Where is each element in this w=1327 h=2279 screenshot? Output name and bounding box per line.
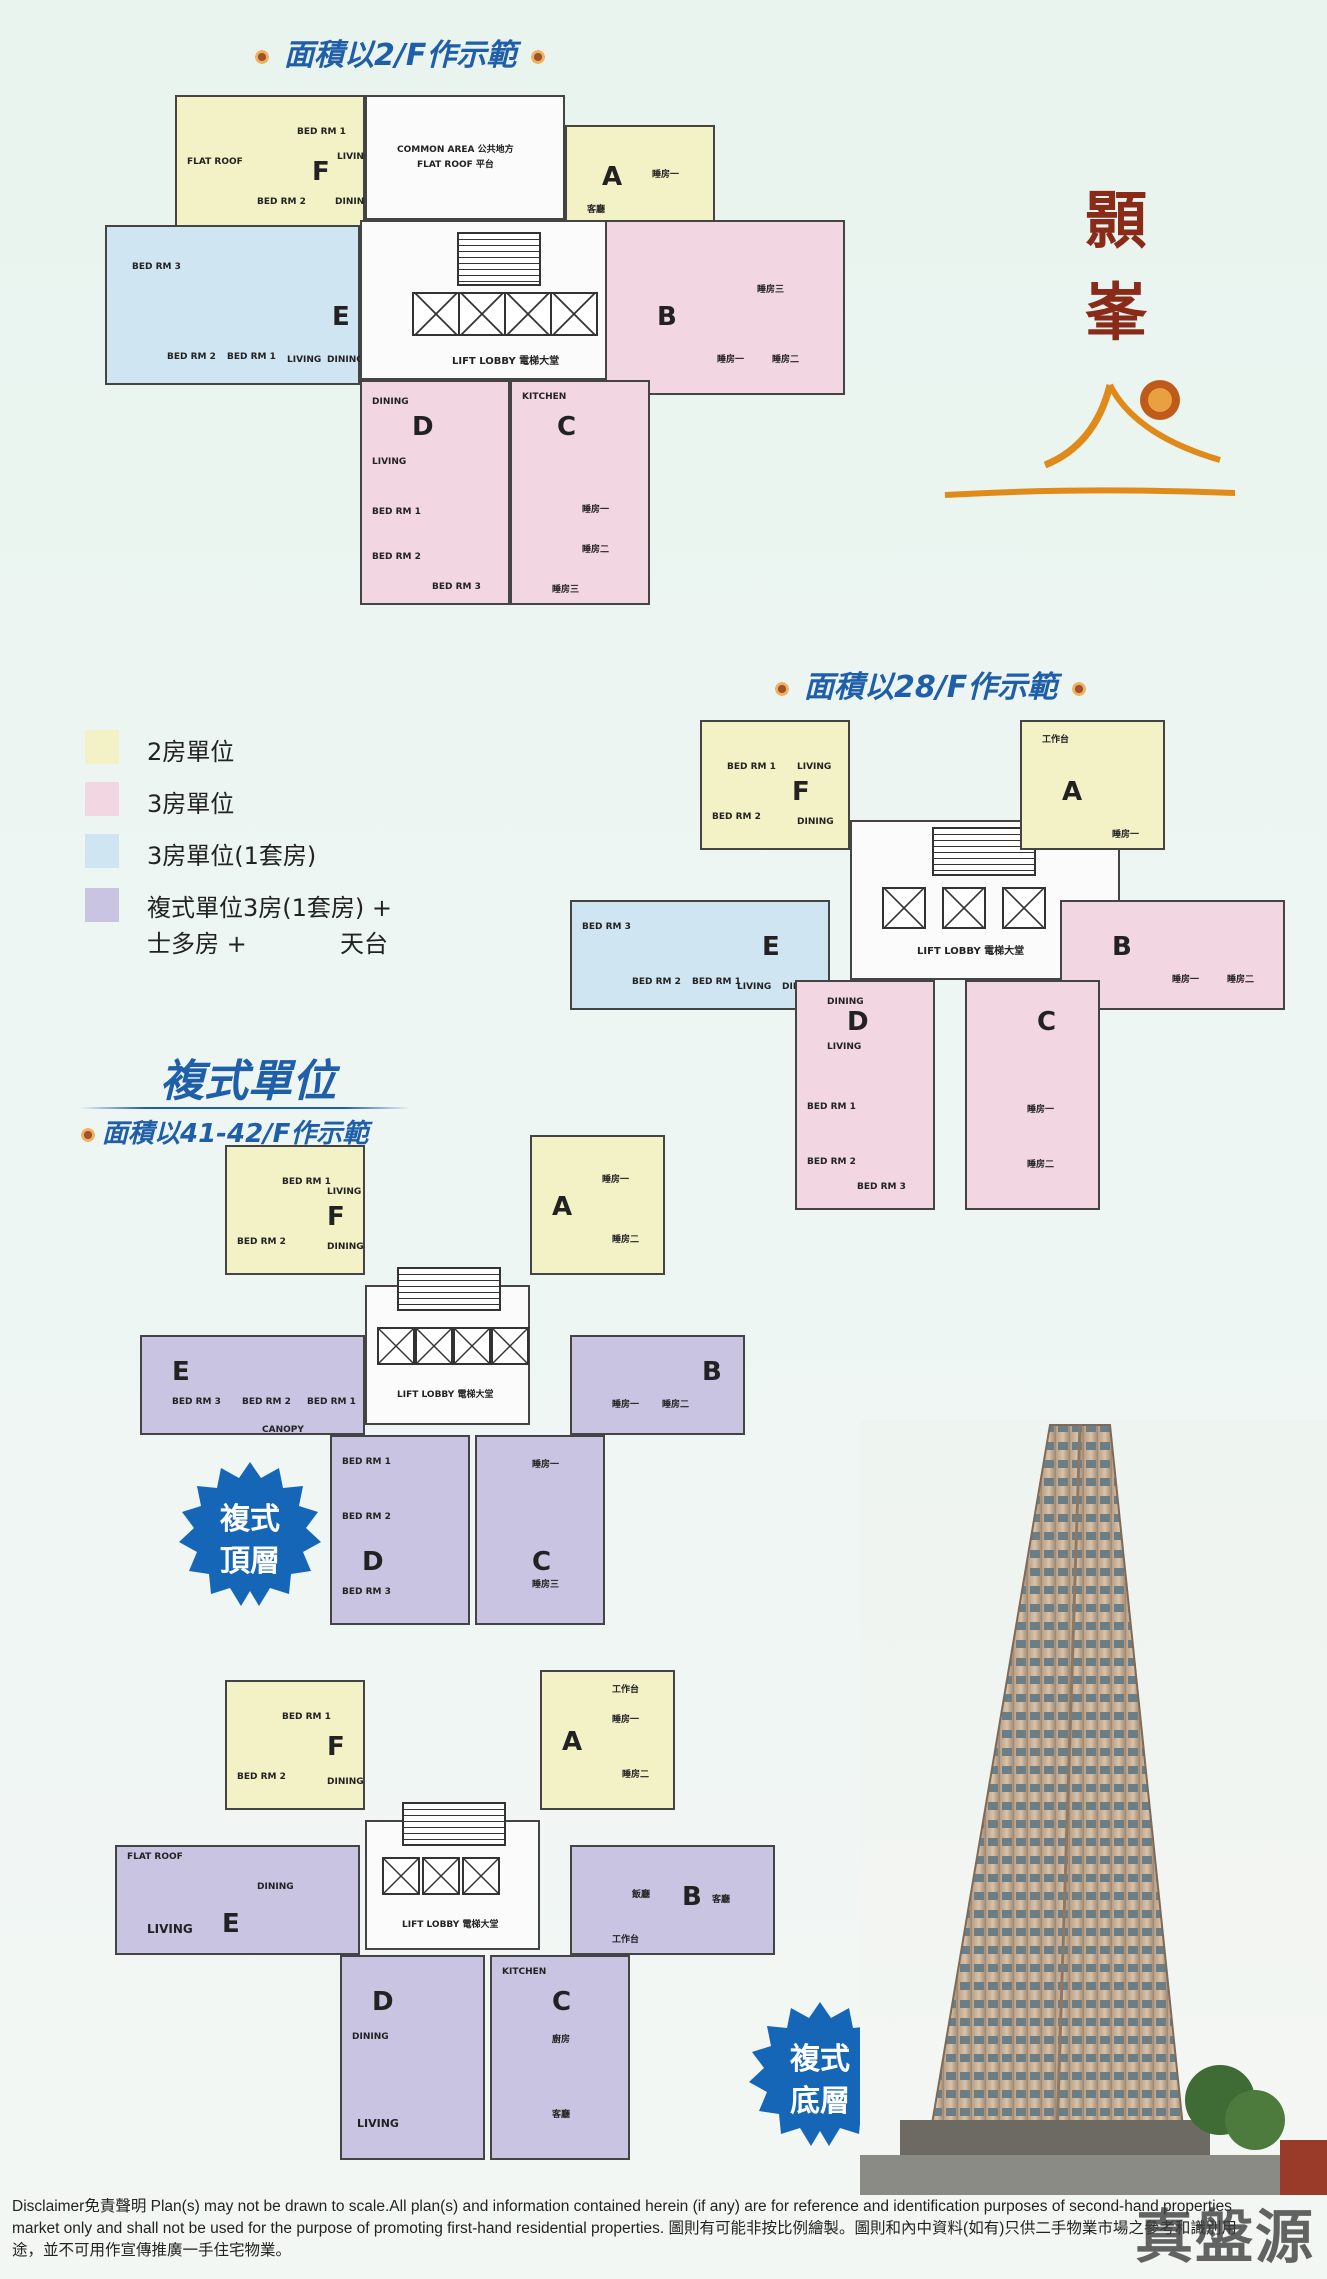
legend-swatch-2room bbox=[85, 730, 119, 764]
lift-shaft bbox=[415, 1327, 453, 1365]
unit-e-28f: BED RM 3 BED RM 2 BED RM 1 LIVING DINING… bbox=[570, 900, 830, 1010]
unit-c-upper: 睡房一 睡房三 C bbox=[475, 1435, 605, 1625]
legend-label-duplex-line1: 複式單位3房(1套房) + bbox=[147, 894, 393, 922]
unit-a-lower: 工作台 A 睡房一 睡房二 bbox=[540, 1670, 675, 1810]
disclaimer-text: Disclaimer免責聲明 Plan(s) may not be drawn … bbox=[12, 2198, 1237, 2259]
lift-lobby-lower: LIFT LOBBY 電梯大堂 bbox=[365, 1802, 540, 1950]
building-photo bbox=[860, 1420, 1327, 2195]
ornament-icon bbox=[1071, 680, 1088, 697]
badge-duplex-lower: 複式 底層 bbox=[745, 2000, 895, 2150]
unit-c-lower: KITCHEN C 廚房 客廳 bbox=[490, 1955, 630, 2160]
floor-plan-2f: FLAT ROOF BED RM 1 BED RM 2 LIVING DININ… bbox=[105, 95, 845, 605]
lift-shaft bbox=[491, 1327, 529, 1365]
ornament-icon bbox=[530, 48, 547, 65]
duplex-heading: 複式單位 面積以41-42/F作示範 bbox=[80, 1045, 420, 1149]
lift-lobby-upper: LIFT LOBBY 電梯大堂 bbox=[365, 1267, 530, 1425]
badge-duplex-upper: 複式 頂層 bbox=[175, 1460, 325, 1610]
lift-lobby-2f: LIFT LOBBY 電梯大堂 bbox=[360, 220, 640, 380]
legend-swatch-3room-ensuite bbox=[85, 834, 119, 868]
unit-b-upper: B 睡房一 睡房二 bbox=[570, 1335, 745, 1435]
lift-shaft bbox=[422, 1857, 460, 1895]
ornament-icon bbox=[254, 48, 270, 65]
heading-plan-2f: 面積以2/F作示範 bbox=[240, 30, 560, 74]
legend-label-3room: 3房單位 bbox=[147, 790, 235, 818]
floor-plan-duplex-upper: BED RM 1 BED RM 2 LIVING DINING F A 睡房一 … bbox=[140, 1135, 745, 1630]
brand-logo: 顥峯 bbox=[935, 175, 1255, 505]
unit-a-28f: 工作台 A 睡房一 bbox=[1020, 720, 1165, 850]
lift-shaft bbox=[453, 1327, 491, 1365]
ornament-icon bbox=[774, 680, 790, 697]
unit-e-lower: FLAT ROOF DINING LIVING E bbox=[115, 1845, 360, 1955]
lift-shaft bbox=[412, 292, 460, 336]
logo-char-2: 峯 bbox=[1085, 276, 1148, 349]
lift-shaft bbox=[504, 292, 552, 336]
lift-shaft bbox=[882, 887, 926, 929]
unit-b-2f: B 睡房三 睡房一 睡房二 bbox=[605, 220, 845, 395]
unit-e-2f: BED RM 3 BED RM 2 BED RM 1 LIVING DINING… bbox=[105, 225, 364, 385]
unit-f-lower: BED RM 1 BED RM 2 DINING F bbox=[225, 1680, 365, 1810]
legend-swatch-duplex bbox=[85, 888, 119, 922]
building-illustration bbox=[860, 1420, 1327, 2195]
lift-shaft bbox=[382, 1857, 420, 1895]
unit-e-upper: E BED RM 3 BED RM 2 BED RM 1 CANOPY bbox=[140, 1335, 365, 1435]
staircase bbox=[397, 1267, 501, 1311]
lift-shaft bbox=[1002, 887, 1046, 929]
unit-d-28f: DINING LIVING BED RM 1 BED RM 2 BED RM 3… bbox=[795, 980, 935, 1210]
legend-swatch-3room bbox=[85, 782, 119, 816]
unit-c-2f: KITCHEN C 睡房一 睡房二 睡房三 bbox=[510, 380, 650, 605]
legend-label-duplex-line3: 天台 bbox=[340, 930, 388, 958]
lift-shaft bbox=[377, 1327, 415, 1365]
duplex-title-underline bbox=[80, 1107, 410, 1109]
unit-a-upper: A 睡房一 睡房二 bbox=[530, 1135, 665, 1275]
unit-f-upper: BED RM 1 BED RM 2 LIVING DINING F bbox=[225, 1145, 365, 1275]
staircase bbox=[457, 232, 541, 286]
unit-c-28f: C 睡房一 睡房二 bbox=[965, 980, 1100, 1210]
heading-plan-28f: 面積以28/F作示範 bbox=[760, 662, 1101, 706]
unit-b-lower: 飯廳 客廳 工作台 B bbox=[570, 1845, 775, 1955]
unit-d-2f: DINING LIVING BED RM 1 BED RM 2 BED RM 3… bbox=[360, 380, 510, 605]
legend-label-2room: 2房單位 bbox=[147, 738, 235, 766]
lift-shaft bbox=[462, 1857, 500, 1895]
common-area: COMMON AREA 公共地方 FLAT ROOF 平台 bbox=[365, 95, 565, 220]
duplex-subtitle: 面積以41-42/F作示範 bbox=[80, 1113, 368, 1150]
staircase bbox=[932, 827, 1036, 876]
lift-shaft bbox=[942, 887, 986, 929]
lift-shaft bbox=[458, 292, 506, 336]
floor-plan-28f: BED RM 1 BED RM 2 LIVING DINING F LIFT L… bbox=[570, 720, 1285, 1220]
lift-shaft bbox=[550, 292, 598, 336]
legend-label-duplex-line2: 士多房 + bbox=[147, 930, 247, 958]
unit-d-upper: BED RM 1 BED RM 2 BED RM 3 D bbox=[330, 1435, 470, 1625]
logo-mountain-graphic bbox=[944, 380, 1236, 498]
legend: 2房單位 3房單位 3房單位(1套房) 複式單位3房(1套房) + 士多房 + … bbox=[85, 730, 465, 970]
logo-char-1: 顥 bbox=[1085, 184, 1148, 257]
duplex-title: 複式單位 bbox=[160, 1056, 336, 1107]
starburst-shape bbox=[749, 2002, 891, 2146]
logo-text: 顥峯 bbox=[1085, 175, 1165, 359]
legend-label-3room-ensuite: 3房單位(1套房) bbox=[147, 842, 317, 870]
staircase bbox=[402, 1802, 506, 1846]
ornament-icon bbox=[80, 1126, 96, 1143]
starburst-shape bbox=[179, 1462, 321, 1606]
watermark-logo: 真盤源 bbox=[1134, 2203, 1315, 2271]
unit-f-28f: BED RM 1 BED RM 2 LIVING DINING F bbox=[700, 720, 850, 850]
floor-plan-duplex-lower: BED RM 1 BED RM 2 DINING F 工作台 A 睡房一 睡房二… bbox=[115, 1670, 775, 2170]
unit-d-lower: DINING LIVING D bbox=[340, 1955, 485, 2160]
